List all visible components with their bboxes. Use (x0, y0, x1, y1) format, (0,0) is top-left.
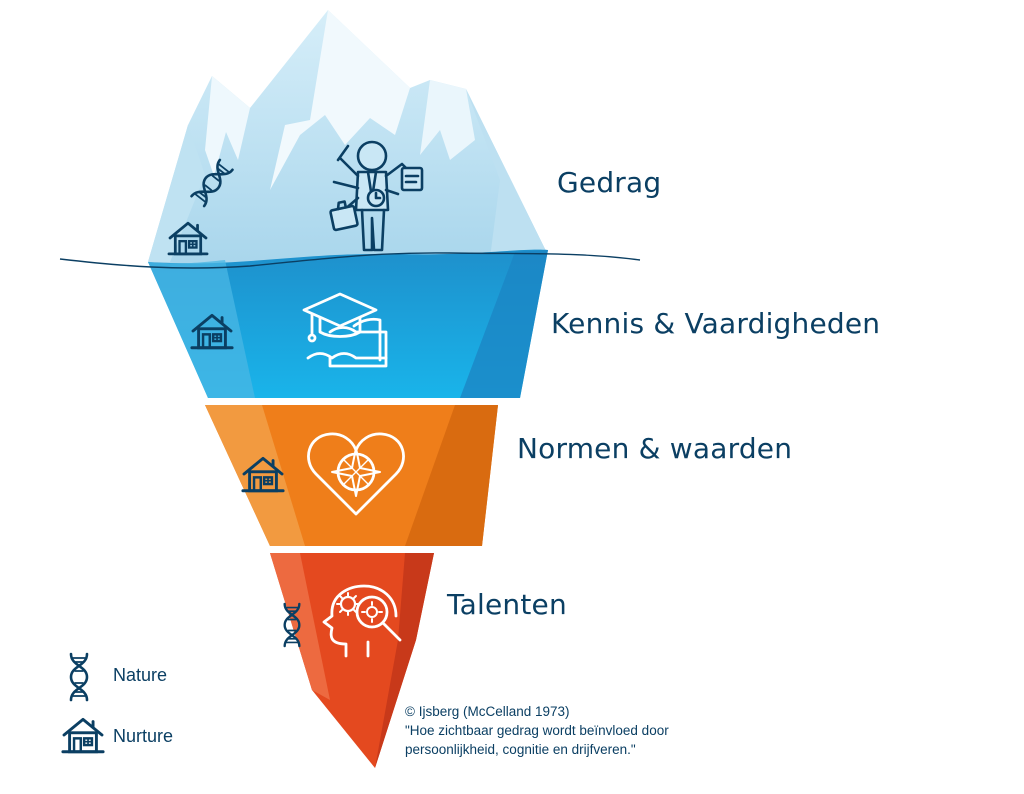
multitasking-person-icon (329, 140, 424, 252)
legend-nature-label: Nature (113, 665, 168, 685)
legend-house-icon (61, 717, 105, 754)
credit-line-3: persoonlijkheid, cognitie en drijfveren.… (405, 742, 636, 757)
layer-label-talenten: Talenten (447, 588, 567, 621)
head-gears-magnifier-icon (322, 584, 402, 658)
heart-compass-icon (307, 432, 405, 516)
iceberg-tip (148, 10, 546, 264)
credit-line-2: "Hoe zichtbaar gedrag wordt beïnvloed do… (405, 723, 669, 738)
graduation-book-icon (302, 292, 388, 368)
credit-note: © Ijsberg (McCelland 1973) "Hoe zichtbaa… (405, 702, 715, 759)
layer-label-kennis: Kennis & Vaardigheden (551, 307, 881, 340)
credit-line-1: © Ijsberg (McCelland 1973) (405, 704, 570, 719)
layer-label-gedrag: Gedrag (557, 166, 662, 199)
legend-dna-icon (69, 652, 89, 702)
layer-label-normen: Normen & waarden (517, 432, 793, 465)
legend-nurture-label: Nurture (113, 726, 174, 746)
